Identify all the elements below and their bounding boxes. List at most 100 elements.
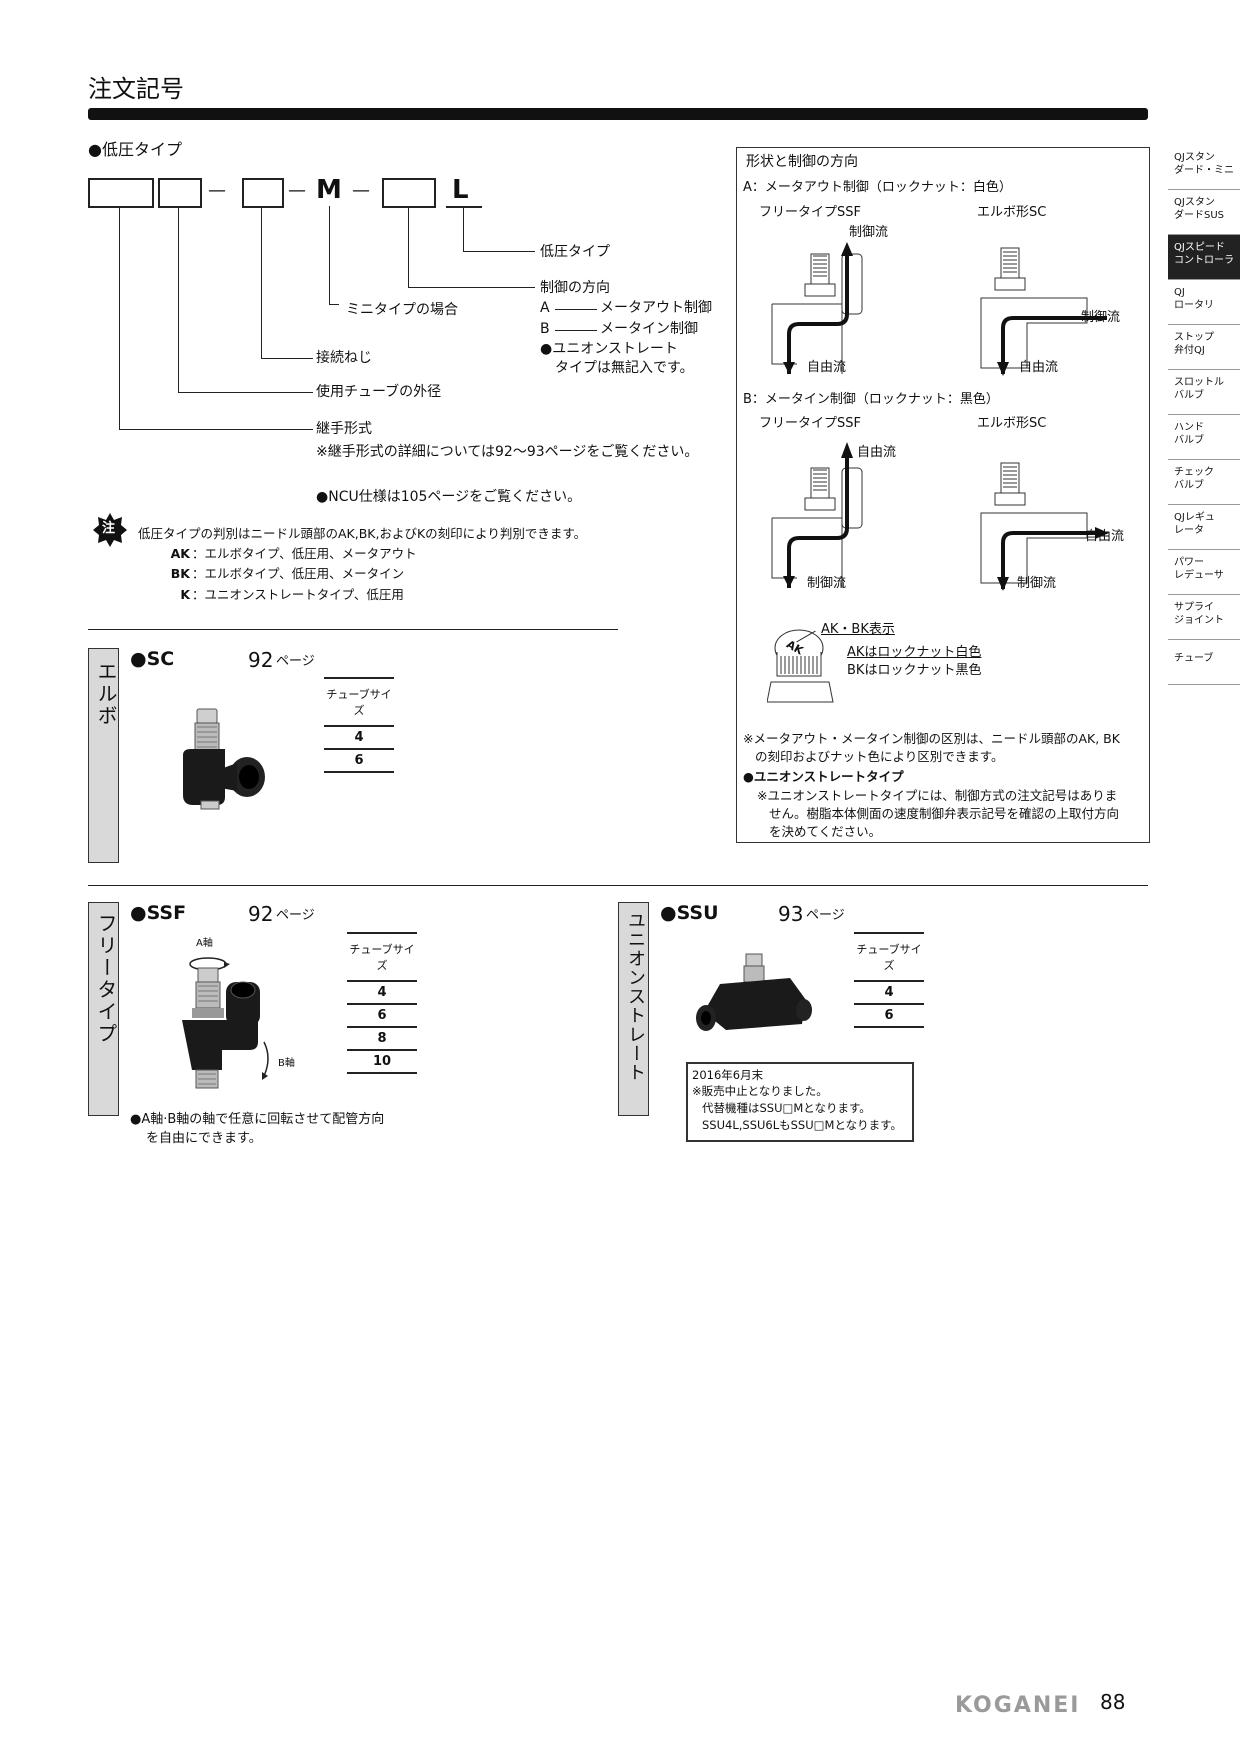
notice-desc-ak: ：エルボタイプ、低圧用、メータアウト: [192, 546, 417, 561]
side-nav-label: QJレギュ: [1174, 512, 1215, 523]
side-nav-item[interactable]: サプライジョイント: [1168, 595, 1240, 640]
ssu-disc-status: ※販売中止となりました。: [692, 1084, 828, 1098]
opt-b-dash: [555, 330, 597, 331]
sc-tube-table: チューブサイズ 4 6: [324, 677, 394, 773]
ssf-tube-size: 8: [347, 1027, 417, 1051]
ssu-page: 93: [778, 902, 804, 926]
ak-white: AKはロックナット白色: [847, 645, 982, 660]
side-nav-label: バルブ: [1174, 435, 1204, 446]
notice-icon-text: 注: [102, 521, 116, 536]
control-note-3: ※ユニオンストレートタイプには、制御方式の注文記号はありま: [757, 788, 1118, 803]
ssu-discontinued-box: 2016年6月末 ※販売中止となりました。 代替機種はSSU□Mとなります。 S…: [686, 1062, 914, 1142]
side-nav-label: QJ: [1174, 287, 1185, 298]
a-ssf-free-flow: 自由流: [807, 360, 847, 375]
side-nav-label: 弁付QJ: [1174, 345, 1205, 356]
ncu-note: ●NCU仕様は105ページをご覧ください。: [316, 489, 582, 505]
code-dash-1: —: [208, 180, 226, 201]
side-nav-label: レータ: [1174, 525, 1204, 536]
band-union: ユニオンストレート: [618, 902, 649, 1116]
label-thread: 接続ねじ: [316, 350, 372, 366]
side-nav-item[interactable]: ストップ弁付QJ: [1168, 325, 1240, 370]
opt-b-key: B: [540, 321, 550, 337]
title-rule: [88, 108, 1148, 120]
page-title: 注文記号: [88, 75, 184, 103]
sc-tube-size: 6: [324, 749, 394, 773]
a-sc-free-flow: 自由流: [1019, 360, 1059, 375]
bk-black: BKはロックナット黒色: [847, 663, 982, 678]
code-l: L: [452, 175, 469, 205]
side-nav-label: ストップ: [1174, 332, 1214, 343]
divider-ssf: [88, 885, 1148, 886]
control-b-sc: エルボ形SC: [977, 416, 1047, 431]
side-nav-item[interactable]: QJスタンダード・ミニ: [1168, 145, 1240, 190]
side-nav-item[interactable]: パワーレデューサ: [1168, 550, 1240, 595]
side-nav-item[interactable]: QJレギュレータ: [1168, 505, 1240, 550]
ssf-note-1: ●A軸·B軸の軸で任意に回転させて配管方向: [130, 1112, 385, 1127]
ssu-tube-table: チューブサイズ 4 6: [854, 932, 924, 1028]
notice-key-k: K: [180, 587, 190, 602]
a-ssf-control-flow: 制御流: [849, 225, 889, 240]
control-a-ssf: フリータイプSSF: [759, 205, 861, 220]
diagram-b-ssf: [771, 442, 863, 588]
side-nav-label: QJスタン: [1174, 152, 1215, 163]
side-nav-label: バルブ: [1174, 390, 1204, 401]
leader-thread-v: [261, 206, 262, 358]
leader-m-h: [329, 304, 339, 305]
side-nav-label: QJスピード: [1174, 242, 1225, 253]
side-nav-label: QJスタン: [1174, 197, 1215, 208]
control-note-1: ※メータアウト・メータイン制御の区別は、ニードル頭部のAK, BK: [743, 731, 1120, 746]
code-dash-3: —: [352, 180, 370, 201]
band-free-label: フリータイプ: [94, 913, 118, 1045]
side-nav-label: チェック: [1174, 467, 1214, 478]
side-nav-item[interactable]: スロットルバルブ: [1168, 370, 1240, 415]
side-nav-item-active[interactable]: QJスピードコントローラ: [1168, 235, 1240, 280]
opt-a-dash: [555, 309, 597, 310]
side-nav-label: バルブ: [1174, 480, 1204, 491]
ssf-tube-table: チューブサイズ 4 6 8 10: [347, 932, 417, 1074]
side-nav-item[interactable]: チェックバルブ: [1168, 460, 1240, 505]
sc-tube-size: 4: [324, 726, 394, 750]
leader-l-v: [463, 208, 464, 251]
label-mini: ミニタイプの場合: [346, 302, 458, 318]
sc-page: 92: [248, 648, 274, 672]
ssu-disc-date: 2016年6月末: [692, 1068, 764, 1082]
code-box-control: [382, 178, 436, 208]
notice-key-bk: BK: [170, 566, 190, 581]
order-code-heading: ●低圧タイプ: [88, 140, 182, 159]
ssu-product-image: [696, 953, 812, 1031]
b-ssf-free-flow: 自由流: [857, 445, 897, 460]
side-nav-item[interactable]: チューブ: [1168, 640, 1240, 685]
control-b-title: B：メータイン制御（ロックナット：黒色）: [743, 392, 999, 407]
side-nav-item[interactable]: QJスタンダードSUS: [1168, 190, 1240, 235]
ak-bk-label: AK・BK表示: [821, 622, 895, 637]
control-note-3b: せん。樹脂本体側面の速度制御弁表示記号を確認の上取付方向: [769, 806, 1120, 821]
control-note-1b: の刻印およびナット色により区別できます。: [755, 749, 1004, 764]
band-union-label: ユニオンストレート: [625, 911, 646, 1082]
leader-ctrl-v: [408, 206, 409, 287]
code-m: M: [316, 175, 342, 205]
control-direction-box: 形状と制御の方向 A：メータアウト制御（ロックナット：白色） フリータイプSSF…: [736, 147, 1150, 843]
leader-tube-h: [178, 392, 313, 393]
union-note-1: ●ユニオンストレート: [540, 341, 678, 357]
label-low-pressure: 低圧タイプ: [540, 244, 610, 260]
ssu-tube-size: 6: [854, 1004, 924, 1028]
control-note-2: ●ユニオンストレートタイプ: [743, 769, 904, 784]
side-nav-label: ジョイント: [1174, 615, 1224, 626]
side-nav-label: スロットル: [1174, 377, 1224, 388]
leader-m-v: [329, 206, 330, 304]
label-tube-od: 使用チューブの外径: [316, 384, 442, 400]
ssf-note-2: を自由にできます。: [146, 1131, 262, 1146]
notice-icon: 注: [92, 512, 128, 548]
band-elbow-label: エルボ: [94, 661, 118, 727]
notice-desc-bk: ：エルボタイプ、低圧用、メータイン: [192, 566, 405, 581]
side-nav-item[interactable]: ハンドバルブ: [1168, 415, 1240, 460]
side-nav-label: チューブ: [1174, 653, 1214, 664]
notice-text: 低圧タイプの判別はニードル頭部のAK,BK,およびKの刻印により判別できます。: [138, 526, 587, 541]
leader-ctrl-h: [408, 287, 535, 288]
code-l-underline: [446, 206, 482, 208]
ssf-name: ●SSF: [130, 902, 187, 924]
band-free: フリータイプ: [88, 902, 119, 1116]
side-nav-label: ダード・ミニ: [1174, 165, 1234, 176]
